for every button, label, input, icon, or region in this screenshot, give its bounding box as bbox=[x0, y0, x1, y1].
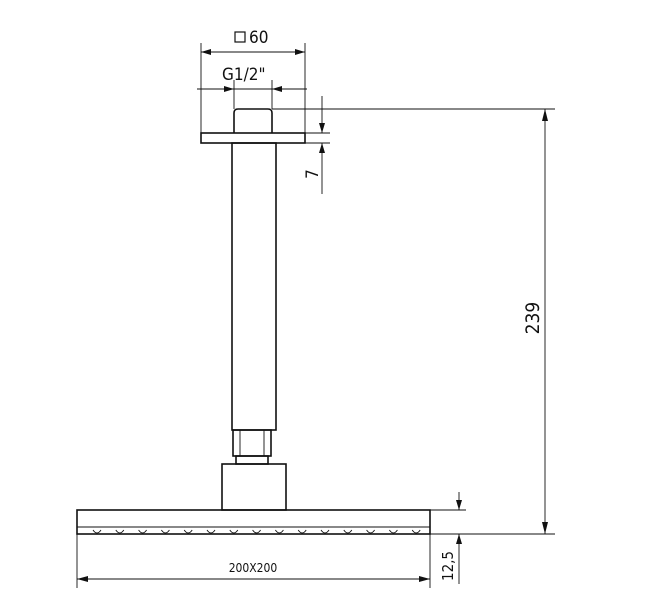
dimension-head-size: 200X200 bbox=[76, 534, 431, 588]
flange-thickness-label: 7 bbox=[303, 169, 323, 179]
nozzle bbox=[161, 529, 170, 534]
head-size-label: 200X200 bbox=[229, 561, 278, 575]
shower-head bbox=[76, 509, 431, 535]
dimension-flange-thickness: 7 bbox=[303, 96, 330, 194]
swivel-nut bbox=[232, 429, 272, 465]
dimension-flange-size: 60 bbox=[200, 28, 306, 133]
nozzle bbox=[366, 529, 375, 534]
nozzle bbox=[252, 529, 261, 534]
nozzle bbox=[138, 529, 147, 534]
nozzle bbox=[115, 529, 125, 534]
nozzle bbox=[343, 529, 353, 534]
thread-label: G1/2" bbox=[222, 65, 266, 85]
head-connector-block bbox=[221, 463, 287, 511]
nozzle bbox=[389, 529, 398, 534]
flange-size-label: 60 bbox=[249, 28, 268, 48]
nozzle bbox=[320, 529, 330, 534]
head-thickness-label: 12,5 bbox=[439, 551, 457, 581]
thread-connector bbox=[233, 108, 273, 133]
nozzle bbox=[229, 529, 239, 534]
dimension-thread: G1/2" bbox=[197, 65, 307, 109]
nozzle bbox=[92, 529, 102, 534]
dimension-head-thickness: 12,5 bbox=[430, 492, 466, 584]
shower-arm-assembly bbox=[76, 108, 431, 535]
nozzle bbox=[411, 529, 421, 534]
nozzle bbox=[206, 529, 216, 534]
dimension-total-height: 239 bbox=[272, 108, 555, 535]
nozzle bbox=[183, 529, 193, 534]
square-symbol-icon bbox=[234, 31, 246, 43]
arm-tube bbox=[231, 142, 277, 431]
nozzle bbox=[297, 529, 307, 534]
shower-nozzles bbox=[92, 529, 421, 534]
total-height-label: 239 bbox=[522, 302, 544, 335]
ceiling-flange bbox=[200, 132, 306, 144]
nozzle bbox=[275, 529, 284, 534]
